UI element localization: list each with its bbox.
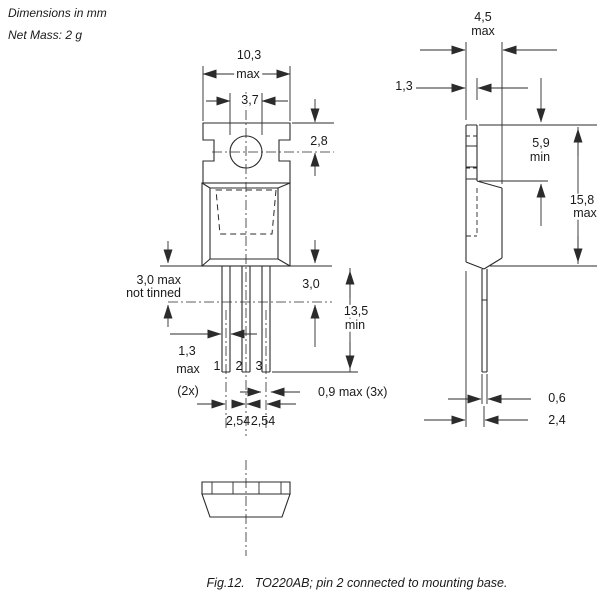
dim-body-depth-qualifier: max — [471, 23, 495, 38]
dim-tab-width: 10,3 — [236, 47, 262, 62]
dim-lead-length-qualifier: min — [342, 317, 368, 332]
dim-pitch-right: 2,54 — [250, 413, 276, 428]
dim-tab-thickness: 1,3 — [395, 78, 413, 93]
dimensions-note: Dimensions in mm — [8, 6, 107, 20]
dim-lead-length: 13,5 — [341, 303, 371, 318]
side-view-dimensions — [416, 42, 597, 427]
pin-label-2: 2 — [235, 358, 243, 373]
figure-number: Fig.12. — [206, 576, 245, 590]
dim-total-height-qualifier: max — [571, 205, 599, 220]
mass-note: Net Mass: 2 g — [8, 28, 83, 42]
pin-label-3: 3 — [255, 358, 263, 373]
dim-hole-center: 2,8 — [310, 133, 328, 148]
dim-tab-height-qualifier: min — [529, 149, 551, 164]
dim-shoulder: 3,0 — [302, 276, 320, 291]
dim-lead-width-qualifier: max — [176, 361, 200, 376]
dim-pitch-left: 2,54 — [225, 413, 251, 428]
pin-label-1: 1 — [213, 358, 221, 373]
dim-lead-thickness-side: 0,6 — [548, 390, 566, 405]
dim-lead-width: 1,3 — [178, 343, 196, 358]
dim-total-height: 15,8 — [567, 192, 597, 207]
dim-not-tinned-text: not tinned — [126, 285, 181, 300]
dim-lead-offset: 2,4 — [548, 412, 566, 427]
figure-caption: Fig.12. TO220AB; pin 2 connected to mount… — [207, 576, 508, 590]
side-view-outline — [465, 124, 503, 373]
figure-caption-text: TO220AB; pin 2 connected to mounting bas… — [254, 576, 508, 590]
dim-tab-width-qualifier: max — [234, 66, 262, 81]
front-view-centerlines — [168, 92, 334, 436]
dim-lead-thickness-front: 0,9 max (3x) — [318, 384, 388, 399]
dim-tab-height: 5,9 — [532, 135, 550, 150]
dim-lead-width-count: (2x) — [177, 383, 199, 398]
dim-not-tinned-value: 3,0 max — [136, 272, 181, 287]
dim-body-depth: 4,5 — [474, 9, 492, 24]
dim-hole-diameter: 3,7 — [239, 92, 261, 107]
bottom-view-outline — [201, 481, 291, 518]
